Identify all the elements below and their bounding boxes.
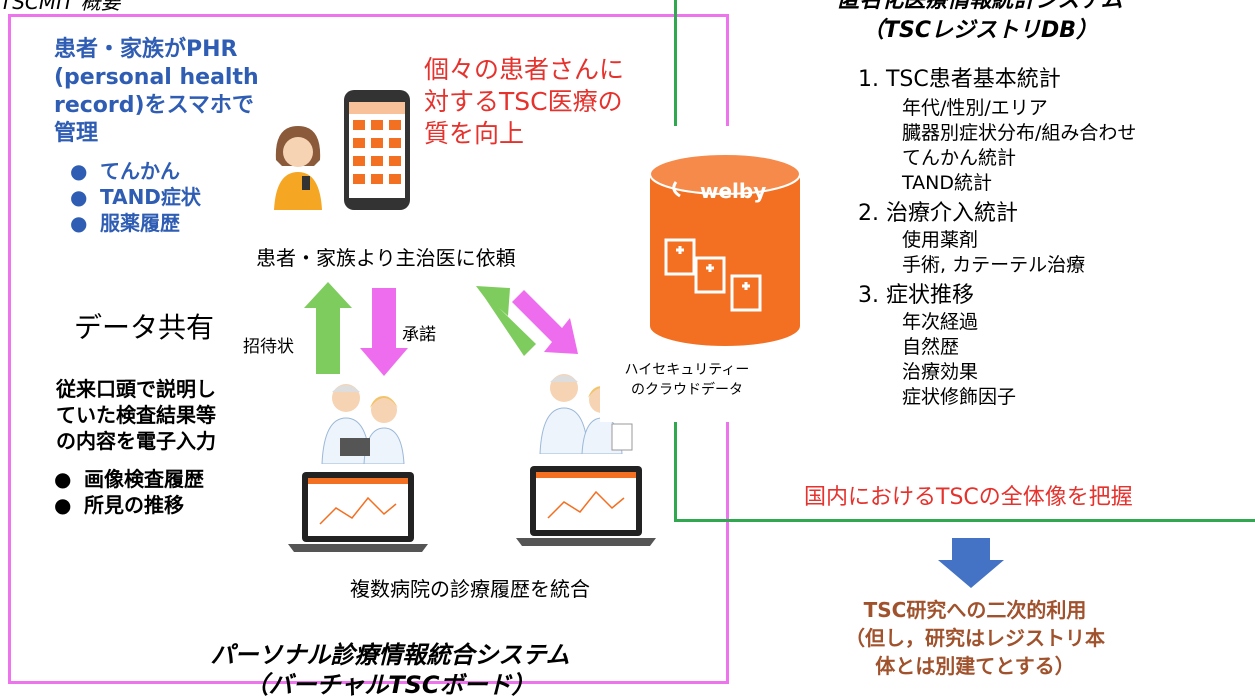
list-item: 年次経過	[902, 311, 979, 333]
stats-heading: 1. TSC患者基本統計	[858, 67, 1061, 92]
diagonal-arrow-icon	[476, 286, 536, 356]
list-item: 治療効果	[902, 361, 979, 383]
list-item: 年代/性別/エリア	[902, 97, 1048, 119]
doctor-nurse-icon	[321, 384, 405, 464]
stats-heading: 3. 症状推移	[858, 283, 974, 308]
phr-list: てんかん TAND症状 服薬履歴	[70, 158, 201, 236]
conventional-list: 画像検査履歴 所見の推移	[54, 466, 204, 518]
list-item: TAND症状	[70, 184, 201, 210]
quality-text: 個々の患者さんに 対するTSC医療の 質を向上	[424, 55, 625, 148]
down-arrow-icon	[360, 288, 408, 376]
left-system-title: パーソナル診療情報統合システム （バーチャルTSCボード）	[210, 641, 570, 699]
list-item: てんかん	[70, 158, 201, 184]
invite-label: 招待状	[243, 337, 294, 357]
request-text: 患者・家族より主治医に依頼	[256, 246, 516, 270]
registry-title: 匿名化医療情報統計システム （TSCレジストリDB）	[837, 0, 1123, 43]
laptop-icon	[288, 472, 428, 552]
list-item: 症状修飾因子	[902, 386, 1017, 408]
share-arrows	[304, 282, 578, 376]
list-item: 服薬履歴	[70, 210, 201, 236]
cloud-caption: ハイセキュリティー のクラウドデータ	[624, 362, 750, 398]
integrate-text: 複数病院の診療履歴を統合	[350, 577, 590, 601]
welby-logo: welby	[700, 179, 766, 203]
list-item: 臓器別症状分布/組み合わせ	[902, 122, 1137, 144]
list-item: 所見の推移	[54, 492, 204, 518]
document-icon	[664, 238, 762, 312]
list-item: TAND統計	[902, 172, 992, 194]
secondary-use-text: TSC研究への二次的利用 （但し，研究はレジストリ本 体とは別建てとする）	[845, 598, 1105, 678]
database-icon: welby	[649, 153, 801, 346]
accept-label: 承諾	[402, 325, 436, 345]
up-arrow-icon	[304, 282, 352, 374]
list-item: てんかん統計	[902, 147, 1017, 169]
stats-heading: 2. 治療介入統計	[858, 201, 1018, 226]
data-share-label: データ共有	[74, 311, 215, 344]
list-item: 自然歴	[902, 336, 960, 358]
patient-icon	[274, 126, 322, 210]
list-item: 使用薬剤	[902, 229, 979, 251]
conventional-description: 従来口頭で説明し ていた検査結果等 の内容を電子入力	[56, 377, 216, 453]
down-arrow-icon	[938, 538, 1004, 588]
diagonal-arrow-icon	[512, 290, 578, 354]
list-item: 画像検査履歴	[54, 466, 204, 492]
list-item: 手術, カテーテル治療	[902, 254, 1086, 276]
top-left-label: TSCMIT 概要	[0, 0, 121, 14]
stats-list: 1. TSC患者基本統計 年代/性別/エリア 臓器別症状分布/組み合わせ てんか…	[858, 66, 1136, 410]
overview-text: 国内におけるTSCの全体像を把握	[804, 485, 1133, 510]
smartphone-icon	[344, 90, 410, 210]
phr-description: 患者・家族がPHR (personal health record)をスマホで …	[54, 37, 259, 146]
laptop-icon	[516, 466, 656, 546]
